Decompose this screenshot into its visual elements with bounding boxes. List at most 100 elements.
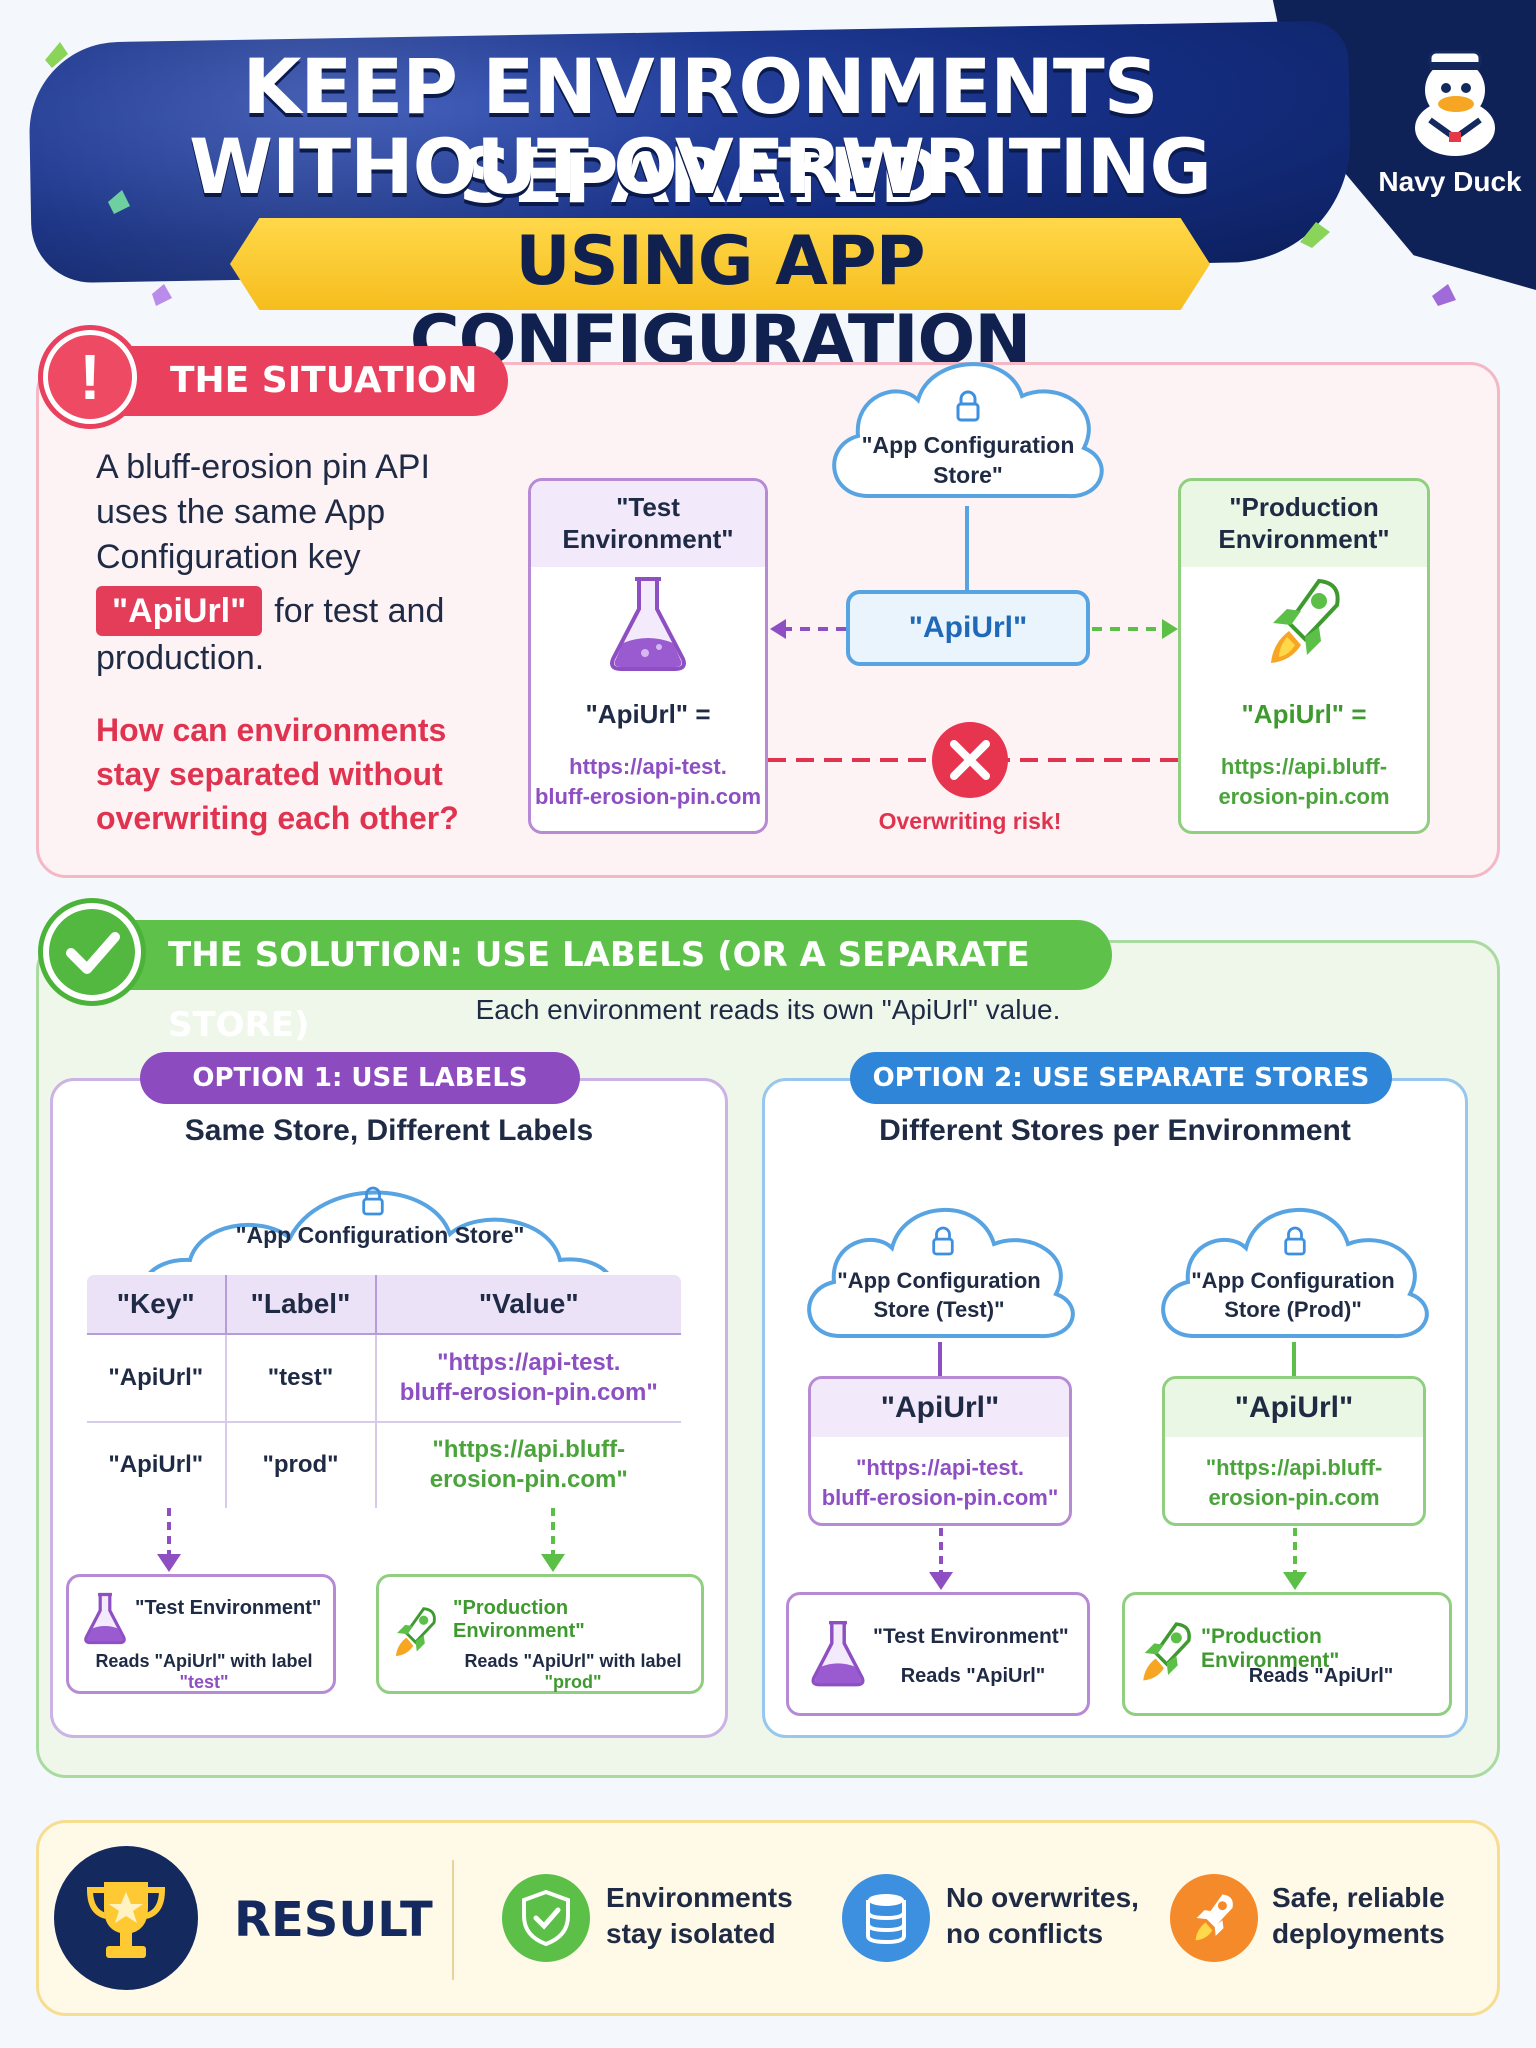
test-env-key: "ApiUrl" = xyxy=(585,699,711,729)
warning-badge: ! xyxy=(38,325,142,429)
option2-test-key: "ApiUrl" xyxy=(811,1379,1069,1437)
lock-icon xyxy=(932,1226,954,1256)
table-cell-value: "https://api.bluff- erosion-pin.com" xyxy=(376,1422,682,1509)
exclamation-icon: ! xyxy=(48,335,132,419)
arrow-to-prod xyxy=(1092,619,1178,639)
option2-prod-value: "https://api.bluff- erosion-pin.com xyxy=(1165,1437,1423,1513)
option2-prod-cloud xyxy=(1161,1208,1429,1339)
option2-test-key-box: "ApiUrl" "https://api-test. bluff-erosio… xyxy=(808,1376,1072,1526)
option1-pill: OPTION 1: USE LABELS xyxy=(140,1052,580,1104)
situation-description: A bluff-erosion pin API uses the same Ap… xyxy=(96,445,496,681)
result-item-isolated: Environments stay isolated xyxy=(606,1880,793,1952)
option2-pill: OPTION 2: USE SEPARATE STORES xyxy=(850,1052,1392,1104)
table-value-line1: "https://api.bluff- xyxy=(432,1436,626,1464)
prod-reader-desc-label: "prod" xyxy=(544,1672,602,1692)
result-item-no-overwrites: No overwrites, no conflicts xyxy=(946,1880,1139,1952)
connector-line xyxy=(938,1342,942,1378)
test-env-url: https://api-test. bluff-erosion-pin.com xyxy=(531,730,765,812)
store-cloud-line2: Store" xyxy=(933,462,1003,488)
database-icon xyxy=(842,1874,930,1962)
rocket-icon xyxy=(1170,1874,1258,1962)
prod-env-url-line2: erosion-pin.com xyxy=(1218,784,1390,809)
option1-test-reader-title: "Test Environment" xyxy=(135,1597,322,1619)
title-line-2: WITHOUT OVERWRITING xyxy=(189,122,1212,211)
table-value-line1: "https://api-test. xyxy=(437,1348,621,1376)
table-cell-key: "ApiUrl" xyxy=(87,1333,227,1423)
prod-env-title: "Production Environment" xyxy=(1181,481,1427,567)
result-divider xyxy=(452,1860,454,1980)
table-row: "ApiUrl" "prod" "https://api.bluff- eros… xyxy=(87,1421,682,1509)
table-value-line2: bluff-erosion-pin.com" xyxy=(399,1378,658,1406)
rocket-icon xyxy=(1181,567,1427,679)
check-icon xyxy=(49,909,135,995)
connector-line xyxy=(965,506,969,592)
success-badge xyxy=(38,898,146,1006)
option1-test-reader-desc: Reads "ApiUrl" with label "test" xyxy=(79,1651,329,1693)
title-ribbon xyxy=(230,218,1210,310)
test-env-url-line2: bluff-erosion-pin.com xyxy=(534,784,762,809)
table-header-label: "Label" xyxy=(225,1275,377,1335)
store-cloud-line1: "App Configuration xyxy=(861,432,1075,458)
option2-test-cloud xyxy=(807,1208,1075,1339)
option2-subtitle: Different Stores per Environment xyxy=(879,1114,1351,1147)
result-item-line2: deployments xyxy=(1272,1918,1445,1949)
test-env-title: "Test Environment" xyxy=(531,481,765,567)
prod-env-key: "ApiUrl" = xyxy=(1241,699,1367,729)
result-item-line1: Environments xyxy=(606,1882,793,1913)
labels-table: "Key" "Label" "Value" "ApiUrl" "test" "h… xyxy=(84,1272,684,1511)
situation-text-after: for test and production. xyxy=(96,592,445,677)
title-line-1: KEEP ENVIRONMENTS SEPARATED xyxy=(242,42,1159,220)
table-cell-value: "https://api-test. bluff-erosion-pin.com… xyxy=(375,1333,681,1423)
table-cell-label: "test" xyxy=(225,1333,377,1423)
test-reader-desc-prefix: Reads "ApiUrl" with label xyxy=(95,1651,313,1671)
option1-cloud-label: "App Configuration Store" xyxy=(235,1222,525,1248)
table-header-key: "Key" xyxy=(87,1275,227,1335)
risk-label: Overwriting risk! xyxy=(878,808,1062,834)
confetti-icon xyxy=(1300,222,1330,248)
option2-prod-cloud-label: "App Configuration Store (Prod)" xyxy=(1158,1266,1428,1324)
option2-prod-key: "ApiUrl" xyxy=(1165,1379,1423,1437)
result-item-line2: no conflicts xyxy=(946,1918,1104,1949)
confetti-icon xyxy=(152,284,172,306)
lock-icon xyxy=(362,1186,384,1216)
result-item-line2: stay isolated xyxy=(606,1918,776,1949)
table-cell-key: "ApiUrl" xyxy=(87,1421,227,1508)
table-row: "ApiUrl" "test" "https://api-test. bluff… xyxy=(87,1333,681,1423)
trophy-icon xyxy=(54,1846,198,1990)
option2-prod-cloud-line1: "App Configuration xyxy=(1191,1268,1395,1293)
result-item-line1: No overwrites, xyxy=(946,1882,1139,1913)
option2-prod-reader-title: "Production Environment" xyxy=(1201,1625,1340,1672)
situation-text-before: A bluff-erosion pin API uses the same Ap… xyxy=(96,448,430,576)
option2-prod-key-box: "ApiUrl" "https://api.bluff- erosion-pin… xyxy=(1162,1376,1426,1526)
brand-label: Navy Duck xyxy=(1378,166,1522,197)
option2-test-value-line2: bluff-erosion-pin.com" xyxy=(821,1485,1059,1510)
lock-icon xyxy=(1284,1226,1306,1256)
option2-test-reader-title: "Test Environment" xyxy=(873,1625,1069,1648)
option2-prod-value-line1: "https://api.bluff- xyxy=(1205,1455,1383,1480)
table-header-row: "Key" "Label" "Value" xyxy=(87,1275,681,1335)
production-environment-box: "Production Environment" "ApiUrl" = http… xyxy=(1178,478,1430,834)
flask-icon xyxy=(811,1620,865,1687)
test-env-title-line1: "Test xyxy=(616,492,680,522)
table-header-value: "Value" xyxy=(375,1275,681,1335)
option2-test-cloud-line2: Store (Test)" xyxy=(873,1297,1005,1322)
situation-question: How can environments stay separated with… xyxy=(96,712,459,836)
key-tag: "ApiUrl" xyxy=(96,586,263,636)
situation-heading: THE SITUATION xyxy=(100,346,508,416)
result-label: RESULT xyxy=(234,1892,433,1948)
option2-prod-cloud-line2: Store (Prod)" xyxy=(1224,1297,1362,1322)
table-value-line2: erosion-pin.com" xyxy=(429,1466,628,1494)
arrow-down-prod xyxy=(541,1508,565,1572)
prod-env-title-line1: "Production xyxy=(1229,492,1379,522)
prod-env-url-line1: https://api.bluff- xyxy=(1220,754,1388,779)
test-reader-desc-label: "test" xyxy=(179,1672,229,1692)
arrow-to-test xyxy=(770,619,846,639)
key-box: "ApiUrl" xyxy=(846,590,1090,666)
option2-prod-reader-desc: Reads "ApiUrl" xyxy=(1248,1665,1394,1687)
solution-heading: THE SOLUTION: USE LABELS (OR A SEPARATE … xyxy=(96,920,1112,1045)
option1-prod-reader-desc: Reads "ApiUrl" with label "prod" xyxy=(445,1651,701,1693)
flask-icon xyxy=(531,567,765,679)
overwrite-risk-line xyxy=(768,722,1180,798)
prod-reader-desc-prefix: Reads "ApiUrl" with label xyxy=(464,1651,682,1671)
option1-test-reader: "Test Environment" Reads "ApiUrl" with l… xyxy=(66,1574,336,1694)
